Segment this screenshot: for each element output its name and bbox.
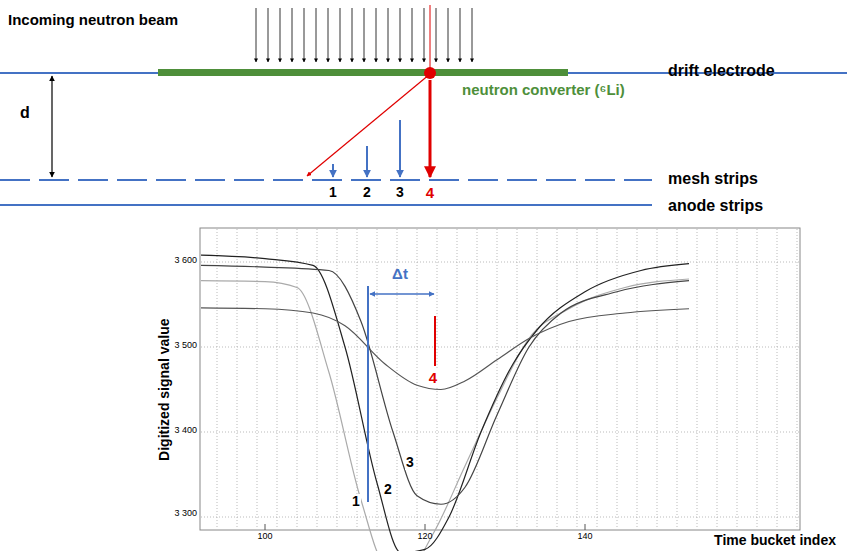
grid-line: [297, 229, 298, 529]
grid-line: [577, 229, 578, 529]
neutron-beam-arrows: [256, 8, 472, 62]
signal-curve: [201, 279, 689, 551]
tick-mark: [425, 524, 426, 530]
mesh-label: mesh strips: [668, 170, 758, 188]
plot-frame: [200, 228, 800, 530]
grid-line: [557, 229, 558, 529]
neutron-arrow: [448, 8, 449, 62]
grid-line: [637, 229, 638, 529]
delta-t-label: Δt: [392, 266, 408, 283]
grid-line: [337, 229, 338, 529]
grid-line: [657, 229, 658, 529]
neutron-arrow: [412, 8, 413, 62]
tick-mark: [585, 524, 586, 530]
neutron-arrow: [328, 8, 329, 62]
grid-line: [597, 229, 598, 529]
neutron-track: [430, 5, 431, 70]
neutron-arrow: [388, 8, 389, 62]
beam-label: Incoming neutron beam: [8, 12, 178, 29]
converter-label: neutron converter (⁶Li): [462, 82, 625, 99]
grid-line: [237, 229, 238, 529]
tick-mark: [265, 524, 266, 530]
axis-title: Digitized signal value: [157, 319, 172, 461]
signal-curve: [201, 255, 689, 551]
grid-line: [617, 229, 618, 529]
grid-line: [477, 229, 478, 529]
grid-line: [257, 229, 258, 529]
tick-label: 140: [577, 532, 592, 542]
neutron-arrow: [316, 8, 317, 62]
signal-curve: [201, 265, 689, 504]
grid-line: [417, 229, 418, 529]
neutron-arrow: [256, 8, 257, 62]
neutron-arrow: [340, 8, 341, 62]
grid-line: [677, 229, 678, 529]
axis-title: Time bucket index: [714, 533, 836, 548]
grid-line: [217, 229, 218, 529]
strip-number: 1: [329, 185, 337, 200]
grid-line: [277, 229, 278, 529]
strip-number: 4: [426, 185, 434, 202]
grid-line: [777, 229, 778, 529]
time-marker: [367, 286, 369, 502]
grid-line: [737, 229, 738, 529]
neutron-arrow: [352, 8, 353, 62]
mesh-strips-line: [0, 179, 652, 181]
grid-line: [317, 229, 318, 529]
grid-line: [201, 432, 799, 433]
dimension-label: d: [20, 104, 30, 122]
tick-label: 3 300: [174, 509, 197, 519]
particle-track: [307, 74, 430, 176]
drift-arrow: [399, 120, 401, 177]
electrode-label: drift electrode: [668, 62, 775, 80]
curve-number: 3: [405, 455, 415, 470]
neutron-arrow: [424, 8, 425, 62]
strip-number: 2: [363, 185, 371, 200]
neutron-arrow: [400, 8, 401, 62]
drift-arrow: [332, 164, 334, 177]
tick-label: 3 500: [174, 341, 197, 351]
tick-label: 100: [257, 532, 272, 542]
drift-arrow: [366, 146, 368, 177]
neutron-arrow: [472, 8, 473, 62]
signal-curves: [201, 255, 689, 551]
curve-number: 1: [351, 494, 361, 509]
neutron-arrow: [376, 8, 377, 62]
tick-label: 120: [417, 532, 432, 542]
time-marker: [434, 316, 436, 366]
anode-strips-line: [0, 204, 652, 206]
grid-line: [537, 229, 538, 529]
tick-label: 3 400: [174, 426, 197, 436]
neutron-arrow: [436, 8, 437, 62]
conversion-point: [424, 67, 436, 79]
neutron-converter-layer: [158, 69, 568, 76]
grid-line: [201, 517, 799, 518]
tick-label: 3 600: [174, 256, 197, 266]
delta-t-arrow: [370, 293, 434, 295]
grid-line: [757, 229, 758, 529]
neutron-arrow: [268, 8, 269, 62]
signal-curve: [201, 308, 689, 390]
grid-line: [717, 229, 718, 529]
curve-number: 4: [428, 370, 438, 387]
plot-grid: [201, 229, 799, 530]
neutron-arrow: [460, 8, 461, 62]
neutron-arrow: [304, 8, 305, 62]
grid-line: [797, 229, 798, 529]
gap-dimension: [51, 76, 52, 177]
anode-label: anode strips: [668, 197, 763, 215]
drift-arrow: [429, 80, 432, 177]
neutron-arrow: [292, 8, 293, 62]
curve-number: 2: [383, 482, 393, 497]
neutron-arrow: [364, 8, 365, 62]
grid-line: [517, 229, 518, 529]
grid-line: [497, 229, 498, 529]
grid-line: [697, 229, 698, 529]
strip-number: 3: [396, 185, 404, 200]
neutron-arrow: [280, 8, 281, 62]
grid-line: [201, 347, 799, 348]
